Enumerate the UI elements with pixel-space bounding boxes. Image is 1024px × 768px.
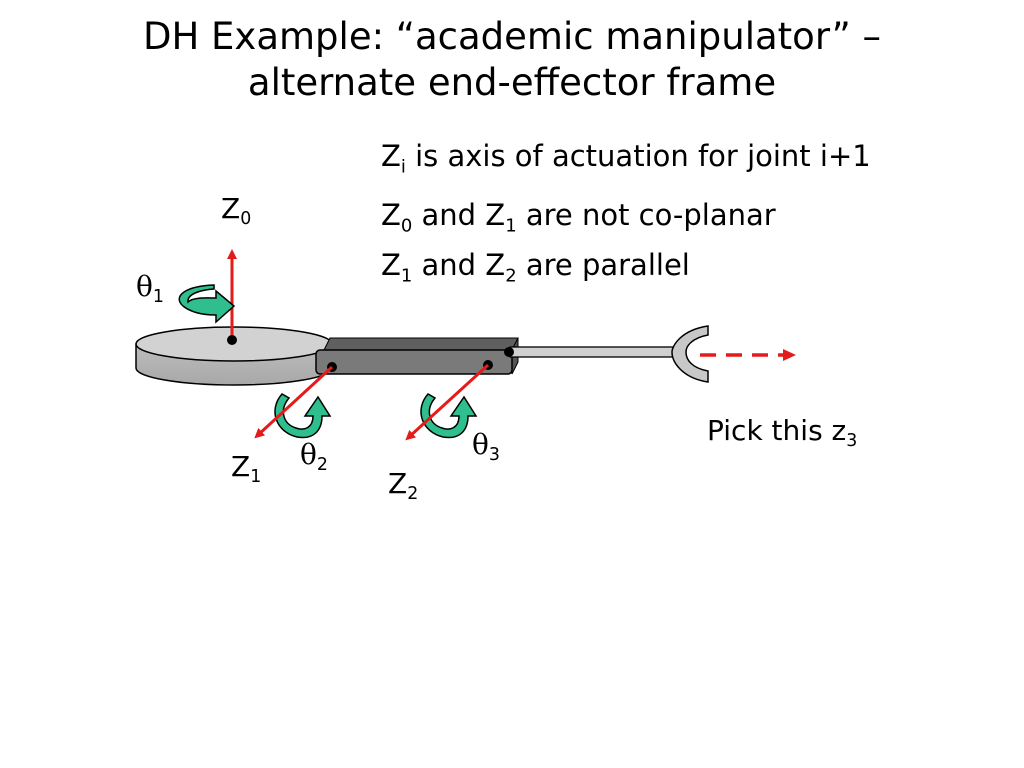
label-sub: 1 (152, 287, 164, 308)
joint-1-point (227, 335, 237, 345)
label-text: θ (472, 428, 489, 461)
label-text: Pick this z (707, 414, 847, 447)
slide-title: DH Example: “academic manipulator” – alt… (0, 14, 1024, 106)
joint-4-point (504, 347, 514, 357)
label-text: Z (388, 467, 408, 500)
label-z2: Z2 (388, 467, 418, 504)
note-text: are not co-planar (516, 198, 776, 232)
theta3-rotation-icon (420, 393, 478, 439)
label-pick-z3: Pick this z3 (707, 414, 857, 451)
label-theta1: θ1 (136, 270, 164, 307)
note-z1-z2-parallel: Z1 and Z2 are parallel (381, 248, 690, 286)
z1-axis-arrow (254, 365, 334, 439)
label-sub: 0 (240, 209, 252, 230)
label-sub: 1 (250, 467, 262, 488)
label-z1: Z1 (231, 450, 261, 487)
note-text: Z (381, 198, 401, 232)
label-theta3: θ3 (472, 428, 500, 465)
note-z0-z1-coplanar: Z0 and Z1 are not co-planar (381, 198, 776, 236)
label-z0: Z0 (221, 192, 251, 229)
label-text: θ (136, 270, 153, 303)
title-line-2: alternate end-effector frame (247, 61, 777, 104)
note-sub: 0 (400, 215, 413, 237)
note-sub: 1 (400, 265, 413, 287)
z2-axis-arrow (405, 363, 490, 441)
note-zi-axis: Zi is axis of actuation for joint i+1 (381, 139, 871, 177)
label-text: θ (300, 438, 317, 471)
z3-arrowhead (783, 349, 796, 361)
label-theta2: θ2 (300, 438, 328, 475)
theta2-rotation-icon (274, 393, 332, 439)
label-text: Z (221, 192, 241, 225)
end-rod (509, 346, 686, 358)
label-sub: 2 (316, 455, 328, 476)
label-sub: 2 (407, 484, 419, 505)
note-sub: 1 (505, 215, 517, 237)
note-text: Z (381, 139, 401, 173)
label-sub: 3 (488, 445, 500, 466)
note-sub: i (400, 156, 406, 178)
label-text: Z (231, 450, 251, 483)
title-line-1: DH Example: “academic manipulator” – (142, 15, 882, 58)
label-sub: 3 (846, 431, 858, 452)
note-sub: 2 (505, 265, 517, 287)
gripper-claw (671, 325, 709, 383)
note-text: Z (381, 248, 401, 282)
theta1-rotation-icon (178, 284, 236, 324)
note-text: are parallel (516, 248, 690, 282)
note-text: is axis of actuation for joint i+1 (405, 139, 871, 173)
note-text: and Z (412, 198, 506, 232)
note-text: and Z (412, 248, 506, 282)
